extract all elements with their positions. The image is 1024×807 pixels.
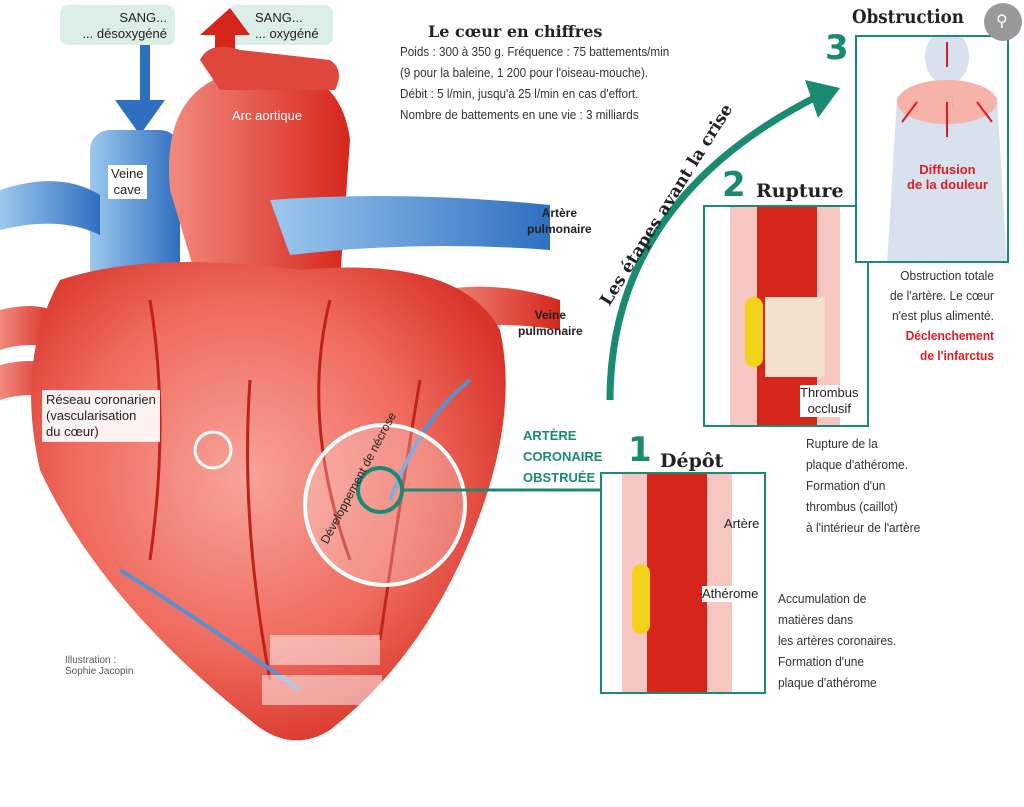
arc-aortique-label: Arc aortique	[232, 108, 303, 123]
step-2-number: 2	[722, 165, 746, 205]
fact-line: Débit : 5 l/min, jusqu'à 25 l/min en cas…	[400, 86, 639, 101]
step-3-title: Obstruction	[852, 6, 964, 28]
heart-facts: Le cœur en chiffres Poids : 300 à 350 g.…	[400, 22, 699, 125]
deoxygenated-blood-label: SANG...... désoxygéné	[82, 10, 167, 41]
body-silhouette	[887, 37, 1007, 261]
fact-line: Nombre de battements en une vie : 3 mill…	[400, 107, 639, 122]
fact-line: Poids : 300 à 350 g. Fréquence : 75 batt…	[400, 44, 670, 59]
facts-title: Le cœur en chiffres	[428, 22, 603, 41]
step-1-number: 1	[628, 430, 652, 470]
heart-illustration	[0, 5, 600, 741]
step-1-artery-panel: Artère Athérome	[600, 472, 766, 694]
fact-line: (9 pour la baleine, 1 200 pour l'oiseau-…	[400, 65, 649, 80]
artere-tag: Artère	[724, 516, 760, 531]
step-1-title: Dépôt	[660, 450, 724, 472]
progress-arc-arrow	[606, 80, 840, 401]
step-3-number: 3	[825, 28, 849, 68]
illustration-credit: Illustration :Sophie Jacopin	[65, 655, 134, 677]
atherome-tag: Athérome	[702, 586, 759, 602]
magnifier-icon: ⚲	[996, 13, 1008, 30]
oxygenated-blood-label: SANG...... oxygéné	[255, 10, 319, 41]
step-2-title: Rupture	[756, 180, 844, 202]
zoom-magnifier-button[interactable]: ⚲	[984, 3, 1022, 41]
